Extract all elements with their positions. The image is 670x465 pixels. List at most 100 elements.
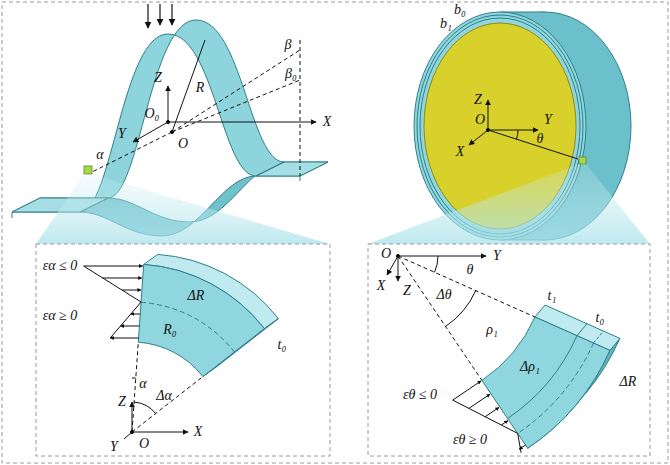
strain-distribution [103, 278, 142, 279]
strain-distribution [84, 266, 142, 338]
wavy-strip [12, 20, 328, 212]
axes-top-right [488, 130, 578, 159]
math-label: t₁ [548, 289, 557, 303]
wound-element [482, 317, 610, 448]
strain-distribution [485, 407, 499, 416]
axes-bottom-right [396, 254, 399, 257]
axes-bottom-left [132, 377, 203, 432]
axes-top-left [168, 86, 169, 122]
math-label: X [377, 279, 386, 293]
math-label: R [196, 81, 205, 95]
wavy-strip [12, 212, 13, 218]
axes-bottom-right [398, 256, 399, 281]
math-label: ρ₁ [486, 323, 498, 337]
math-label: O₀ [145, 107, 160, 121]
math-label: ΔR [188, 289, 205, 303]
math-label: εα ≤ 0 [43, 259, 78, 273]
axes-top-left [92, 40, 316, 176]
axes-bottom-left [132, 432, 188, 433]
axes-top-left [92, 132, 172, 172]
strain-distribution [84, 266, 143, 338]
bent-element [138, 264, 264, 376]
math-label: R₀ [163, 323, 176, 337]
axes-top-left [300, 40, 301, 176]
math-label: X [323, 115, 332, 129]
wound-element [508, 336, 577, 419]
inset-frame [36, 244, 330, 456]
strain-distribution [131, 314, 141, 315]
math-label: ΔR [620, 375, 637, 389]
axes-top-right [469, 130, 488, 145]
axes-top-right [517, 130, 519, 139]
math-label: Z [403, 284, 411, 298]
axes-bottom-left [130, 430, 133, 433]
axes-top-left [168, 122, 316, 123]
axes-top-left [172, 50, 300, 132]
axes-bottom-right [398, 256, 486, 257]
strain-distribution [519, 445, 525, 449]
math-label: b₀ [454, 3, 466, 17]
math-label: b₁ [440, 17, 452, 31]
axes-bottom-left [134, 402, 156, 413]
axes-bottom-right [435, 256, 439, 272]
axes-top-right [486, 128, 489, 131]
math-label: Y [118, 127, 126, 141]
math-label: O [475, 113, 485, 127]
bent-element [138, 254, 278, 376]
axes-top-left [170, 130, 173, 133]
axes-bottom-left [132, 342, 138, 432]
axes-top-right [488, 100, 489, 130]
axes-bottom-left [124, 342, 203, 439]
axes-bottom-left [132, 377, 136, 378]
load-arrows [148, 4, 172, 28]
math-label: O [139, 437, 149, 451]
load-arrows [147, 4, 148, 28]
strain-distribution [110, 338, 138, 339]
wound-element [577, 324, 587, 336]
sample-marker [579, 157, 586, 164]
strain-distribution [121, 326, 140, 327]
load-arrows [159, 4, 160, 25]
axes-bottom-right [398, 256, 482, 380]
math-label: θ [467, 263, 474, 277]
axes-top-left [133, 122, 168, 142]
axes-bottom-left [132, 402, 133, 432]
math-label: α [139, 377, 146, 391]
wavy-strip [300, 176, 301, 181]
math-label: Δα [156, 389, 172, 403]
inset-frame [368, 244, 650, 456]
wavy-strip [256, 162, 284, 176]
math-label: εα ≥ 0 [43, 309, 78, 323]
math-label: Y [493, 249, 501, 263]
axes-top-left [172, 40, 205, 132]
math-label: X [194, 425, 203, 439]
math-label: Z [154, 71, 162, 85]
wound-element [594, 331, 604, 343]
math-label: εθ ≤ 0 [403, 388, 437, 402]
axes-top-right [488, 130, 538, 131]
math-label: Z [474, 93, 482, 107]
strain-distribution [469, 394, 490, 408]
wound-element [518, 343, 594, 433]
math-label: O [178, 137, 188, 151]
sample-marker [84, 166, 92, 174]
math-label: O [381, 247, 391, 261]
zoom-funnel [368, 164, 650, 244]
strain-distribution [84, 266, 143, 267]
math-label: θ [537, 132, 544, 146]
zoom-funnel [36, 174, 330, 244]
math-label: t₀ [278, 338, 287, 352]
axes-bottom-right [387, 254, 535, 380]
math-label: Δρ₁ [520, 360, 540, 374]
wavy-strip [256, 162, 328, 176]
strain-distribution [453, 381, 526, 453]
math-label: β [285, 38, 292, 52]
math-label: t₀ [596, 311, 605, 325]
strain-distribution [453, 400, 521, 453]
strain-distribution [501, 421, 508, 425]
math-label: Y [544, 113, 552, 127]
load-arrows [171, 4, 172, 25]
